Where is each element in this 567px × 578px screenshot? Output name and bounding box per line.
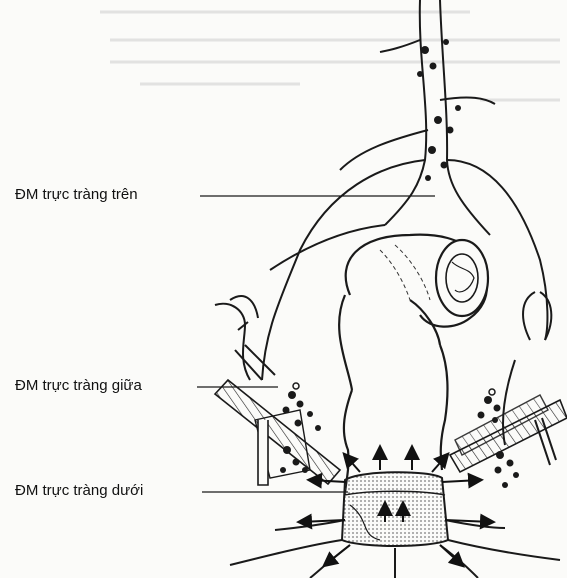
middle-rectal-vessels-left <box>215 345 340 485</box>
dashed-inner-wall <box>380 245 430 300</box>
leader-lines <box>197 196 435 492</box>
faded-background-text <box>100 12 560 100</box>
label-inferior-rectal-artery: ĐM trực tràng dưới <box>15 482 143 499</box>
superior-rectal-artery <box>262 0 547 380</box>
cut-lumen <box>436 240 488 316</box>
label-superior-rectal-artery: ĐM trực tràng trên <box>15 186 138 203</box>
middle-rectal-vessels-right <box>450 360 567 472</box>
anal-canal <box>342 472 448 546</box>
label-middle-rectal-artery: ĐM trực tràng giữa <box>15 377 142 394</box>
